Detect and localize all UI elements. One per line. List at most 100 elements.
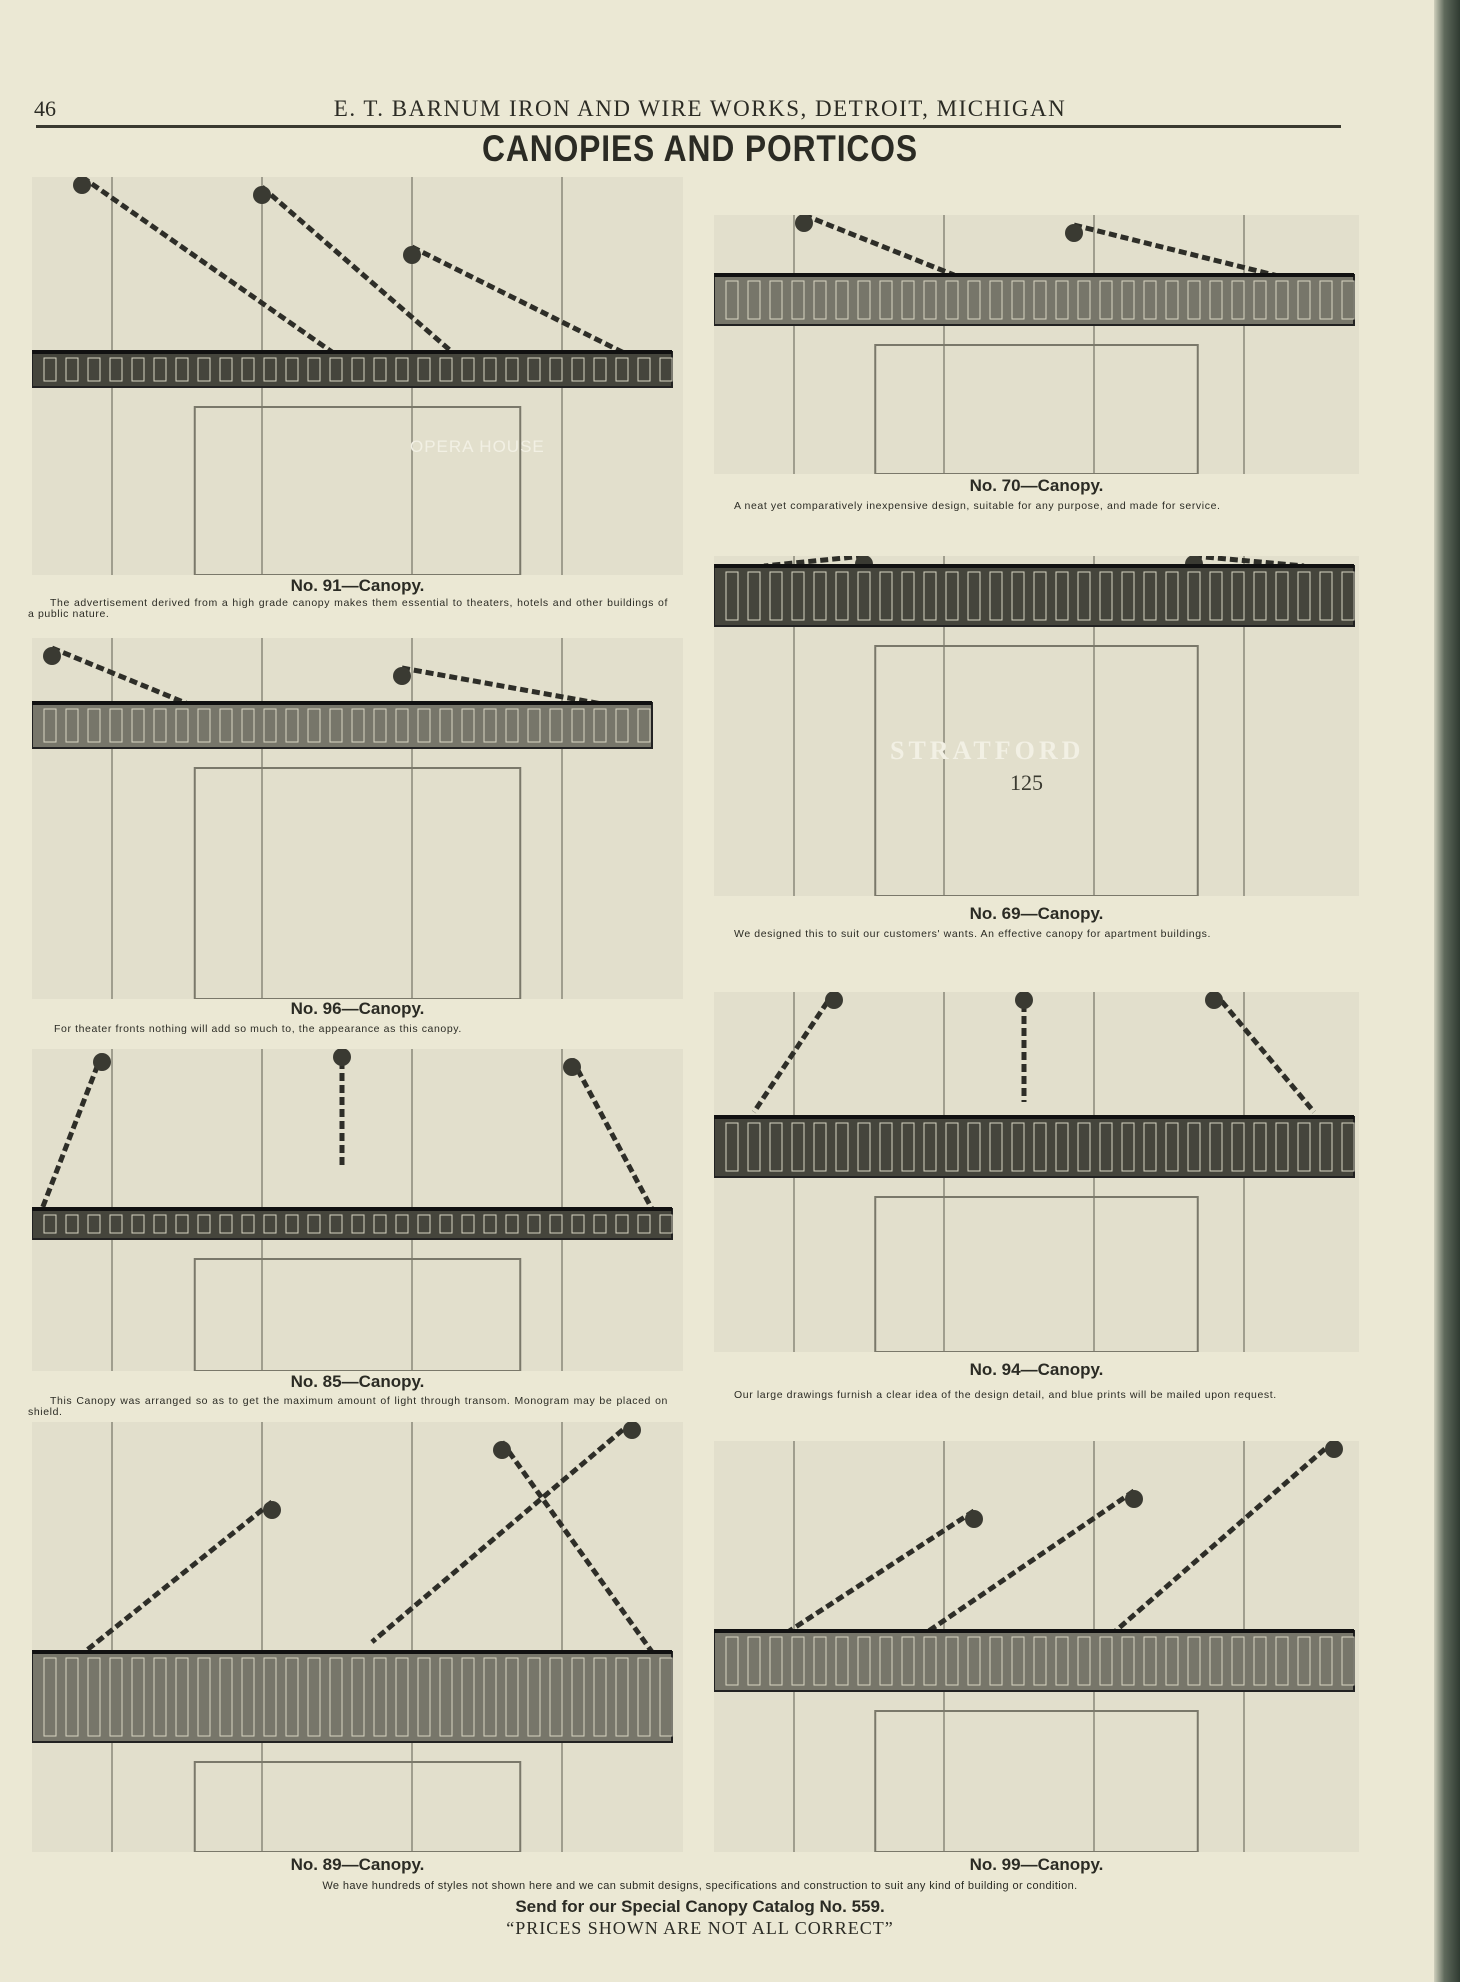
ornament-panel: [65, 357, 79, 382]
ornament-panel: [197, 1657, 211, 1737]
ornament-panel: [373, 1214, 387, 1234]
ornament-panel: [87, 1214, 101, 1234]
ornament-panel: [527, 1214, 541, 1234]
ornament-panel: [769, 571, 783, 621]
ornament-panel: [43, 1214, 57, 1234]
ornament-panel: [351, 708, 365, 743]
ornament-panel: [945, 571, 959, 621]
ornament-panel: [1297, 280, 1311, 320]
ornament-panel: [175, 357, 189, 382]
ornament-panel: [989, 280, 1003, 320]
ornament-panel: [637, 1214, 651, 1234]
doorway: [874, 344, 1199, 474]
ornament-panel: [835, 1636, 849, 1686]
ornament-panel: [417, 1657, 431, 1737]
support-chain: [772, 1508, 976, 1644]
canopy-89-illustration: [32, 1422, 683, 1852]
doorway: [193, 406, 522, 575]
ornament-panel: [1275, 1636, 1289, 1686]
ornament-panel: [307, 1214, 321, 1234]
ornament-panel: [813, 1122, 827, 1172]
ornament-panel: [461, 1214, 475, 1234]
ornament-panel: [593, 357, 607, 382]
ornament-panel: [769, 1122, 783, 1172]
ornament-panel: [989, 1122, 1003, 1172]
ornament-panel: [505, 708, 519, 743]
ornament-panel: [725, 1122, 739, 1172]
wall-anchor: [1015, 992, 1033, 1009]
ornament-panel: [1077, 280, 1091, 320]
ornament-panel: [835, 1122, 849, 1172]
ornament-panel: [659, 357, 673, 382]
canopy-99-caption: No. 99—Canopy.: [969, 1855, 1104, 1874]
ornament-panel: [241, 1214, 255, 1234]
ornament-panel: [879, 280, 893, 320]
ornament-panel: [527, 357, 541, 382]
ornament-panel: [153, 708, 167, 743]
ornament-panel: [43, 357, 57, 382]
ornament-panel: [747, 280, 761, 320]
ornament-panel: [945, 280, 959, 320]
support-chain: [51, 645, 223, 721]
ornament-panel: [879, 571, 893, 621]
ornament-panel: [1011, 1122, 1025, 1172]
ornament-panel: [901, 571, 915, 621]
ornament-panel: [637, 1657, 651, 1737]
ornament-panel: [791, 571, 805, 621]
ornament-panel: [747, 571, 761, 621]
support-chain: [499, 1440, 655, 1654]
ornament-panel: [131, 357, 145, 382]
running-head: E. T. BARNUM IRON AND WIRE WORKS, DETROI…: [333, 96, 1067, 121]
ornament-panel: [109, 357, 123, 382]
ornament-panel: [1253, 1122, 1267, 1172]
canopy-85-description: This Canopy was arranged so as to get th…: [28, 1395, 668, 1418]
canopy-69-description: We designed this to suit our customers' …: [734, 928, 1212, 940]
ornament-panel: [197, 1214, 211, 1234]
ornament-panel: [329, 1214, 343, 1234]
ornament-panel: [1275, 280, 1289, 320]
ornament-panel: [175, 708, 189, 743]
canopy-91-illustration: [32, 177, 683, 575]
canopy-69-illustration: [714, 556, 1359, 896]
ornament-panel: [1165, 1636, 1179, 1686]
ornament-panel: [1099, 280, 1113, 320]
doorway: [193, 1258, 522, 1371]
support-chain: [410, 244, 634, 360]
ornament-panel: [571, 708, 585, 743]
ornament-panel: [659, 1657, 673, 1737]
ornament-panel: [1011, 1636, 1025, 1686]
stratford-sign: STRATFORD: [890, 736, 1085, 765]
ornament-panel: [219, 708, 233, 743]
ornament-panel: [175, 1657, 189, 1737]
ornament-panel: [395, 357, 409, 382]
ornament-panel: [153, 1214, 167, 1234]
ornament-panel: [285, 357, 299, 382]
ornament-panel: [329, 357, 343, 382]
ornament-panel: [967, 1122, 981, 1172]
wall-anchor: [1065, 224, 1083, 242]
ornament-panel: [1143, 571, 1157, 621]
support-chain: [751, 992, 837, 1114]
ornament-panel: [351, 1214, 365, 1234]
support-chain: [80, 177, 334, 355]
wall-anchor: [333, 1049, 351, 1066]
ornament-panel: [1231, 280, 1245, 320]
ornament-panel: [483, 708, 497, 743]
opera-house-sign: OPERA HOUSE: [410, 437, 545, 456]
ornament-panel: [1121, 1636, 1135, 1686]
ornament-panel: [1055, 1636, 1069, 1686]
ornament-panel: [1077, 1122, 1091, 1172]
support-chain: [70, 1500, 274, 1664]
canopy-96-description: For theater fronts nothing will add so m…: [54, 1023, 462, 1035]
ornament-panel: [131, 1214, 145, 1234]
ornament-panel: [263, 1214, 277, 1234]
page-number: 46: [34, 96, 56, 121]
ornament-panel: [791, 1122, 805, 1172]
ornament-panel: [1099, 571, 1113, 621]
ornament-panel: [285, 1214, 299, 1234]
support-chain: [1212, 992, 1316, 1114]
ornament-panel: [1231, 571, 1245, 621]
ornament-panel: [65, 1657, 79, 1737]
ornament-panel: [1275, 571, 1289, 621]
ornament-panel: [967, 1636, 981, 1686]
